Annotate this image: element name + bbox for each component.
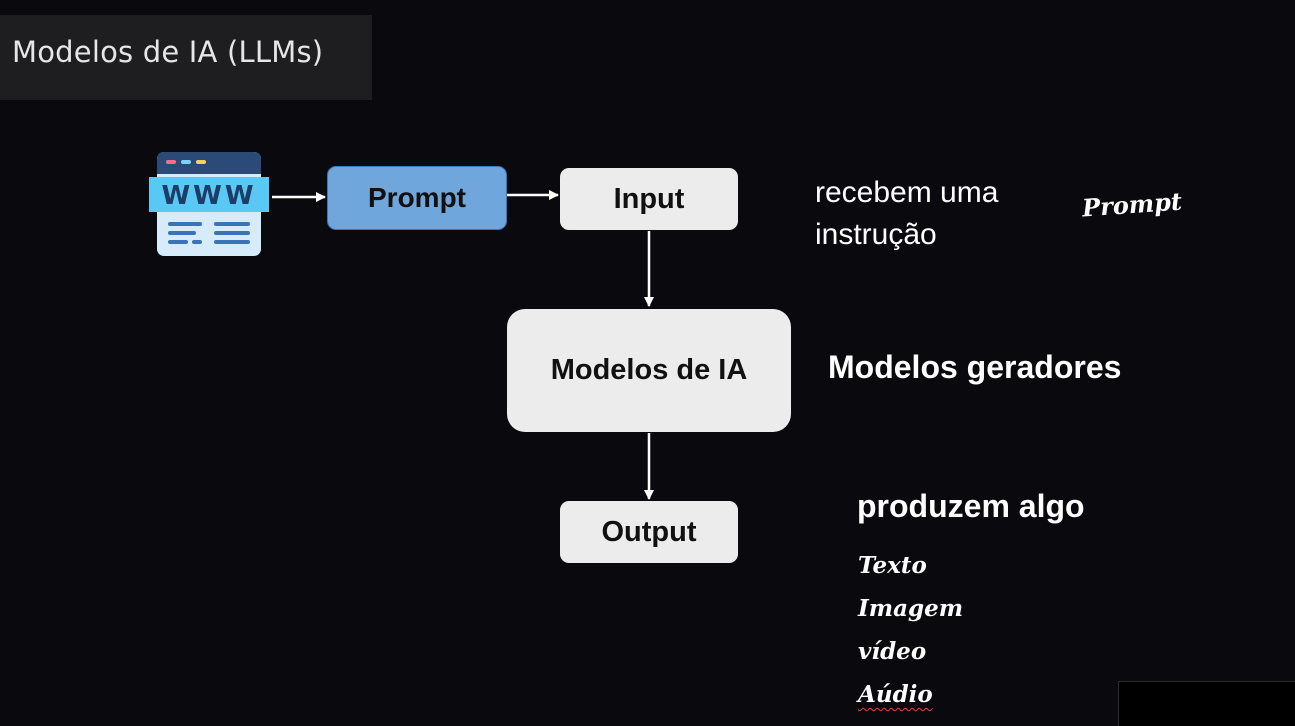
output-type-item: vídeo xyxy=(858,638,927,665)
input-node: Input xyxy=(560,168,738,230)
output-note: produzem algo xyxy=(857,488,1085,524)
corner-panel xyxy=(1118,681,1295,726)
page-title: Modelos de IA (LLMs) xyxy=(12,35,324,69)
input-note: recebem uma instrução xyxy=(815,172,1055,256)
output-type-item: Texto xyxy=(858,552,927,579)
output-types-list: Texto Imagem vídeo Aúdio xyxy=(858,551,963,723)
web-page-icon: WWW xyxy=(149,152,269,256)
model-note: Modelos geradores xyxy=(828,349,1122,385)
output-type-item: Imagem xyxy=(858,595,964,622)
title-bar xyxy=(0,15,372,100)
input-note-line1: recebem uma xyxy=(815,176,999,209)
input-note-line2: instrução xyxy=(815,218,937,251)
www-label: WWW xyxy=(161,181,256,211)
prompt-node: Prompt xyxy=(327,166,507,230)
model-node: Modelos de IA xyxy=(507,309,791,432)
output-node: Output xyxy=(560,501,738,563)
output-type-item: Aúdio xyxy=(858,681,933,708)
